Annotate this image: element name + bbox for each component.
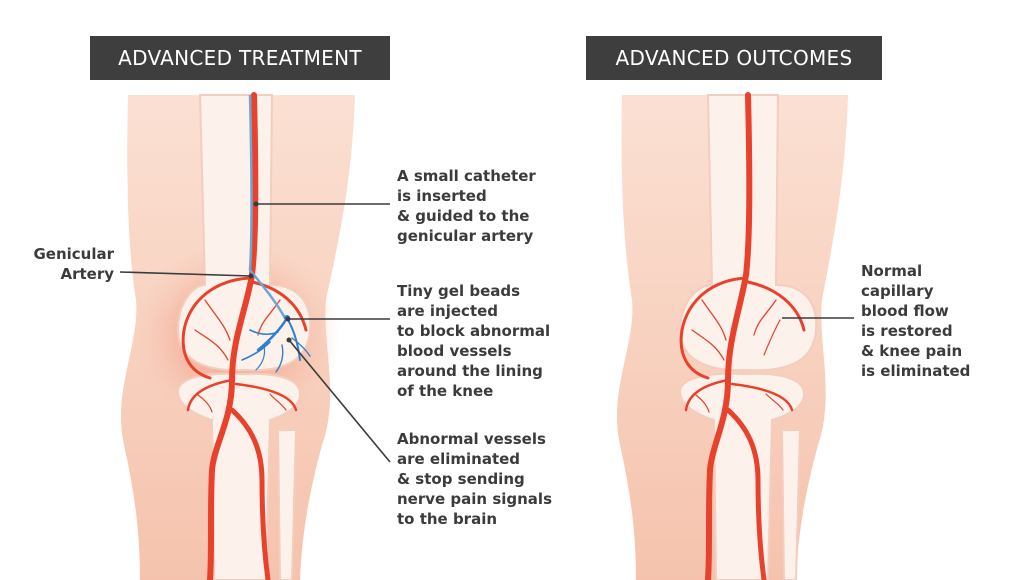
abnormal-vessels (241, 316, 311, 373)
gel-beads-callout: Tiny gel beads are injected to block abn… (397, 282, 551, 400)
left-leg (120, 92, 355, 580)
normal-flow-callout: Normal capillary blood flow is restored … (861, 262, 971, 380)
genicular-artery-label: Genicular Artery (33, 245, 114, 283)
right-fibula (780, 429, 802, 580)
catheter (248, 94, 287, 319)
left-genicular-vessels (181, 276, 308, 413)
right-genicular-vessels (679, 276, 806, 413)
vessels-eliminated-leader (288, 339, 391, 463)
left-main-artery (207, 92, 259, 580)
right-tibia (678, 372, 806, 580)
left-tibia (176, 372, 302, 580)
outcomes-title: ADVANCED OUTCOMES (586, 36, 882, 80)
right-main-artery (705, 92, 753, 580)
catheter-callout: A small catheter is inserted & guided to… (397, 167, 536, 245)
treatment-title: ADVANCED TREATMENT (90, 36, 390, 80)
left-fibula (276, 429, 298, 580)
callout-lines (119, 203, 854, 463)
right-leg (616, 92, 848, 580)
genicular-artery-leader (119, 271, 252, 277)
right-branch-artery (725, 407, 767, 580)
vessels-eliminated-callout: Abnormal vessels are eliminated & stop s… (397, 430, 553, 528)
left-branch-artery (229, 407, 271, 580)
callout-dots (248, 201, 292, 343)
left-femur (176, 94, 312, 372)
